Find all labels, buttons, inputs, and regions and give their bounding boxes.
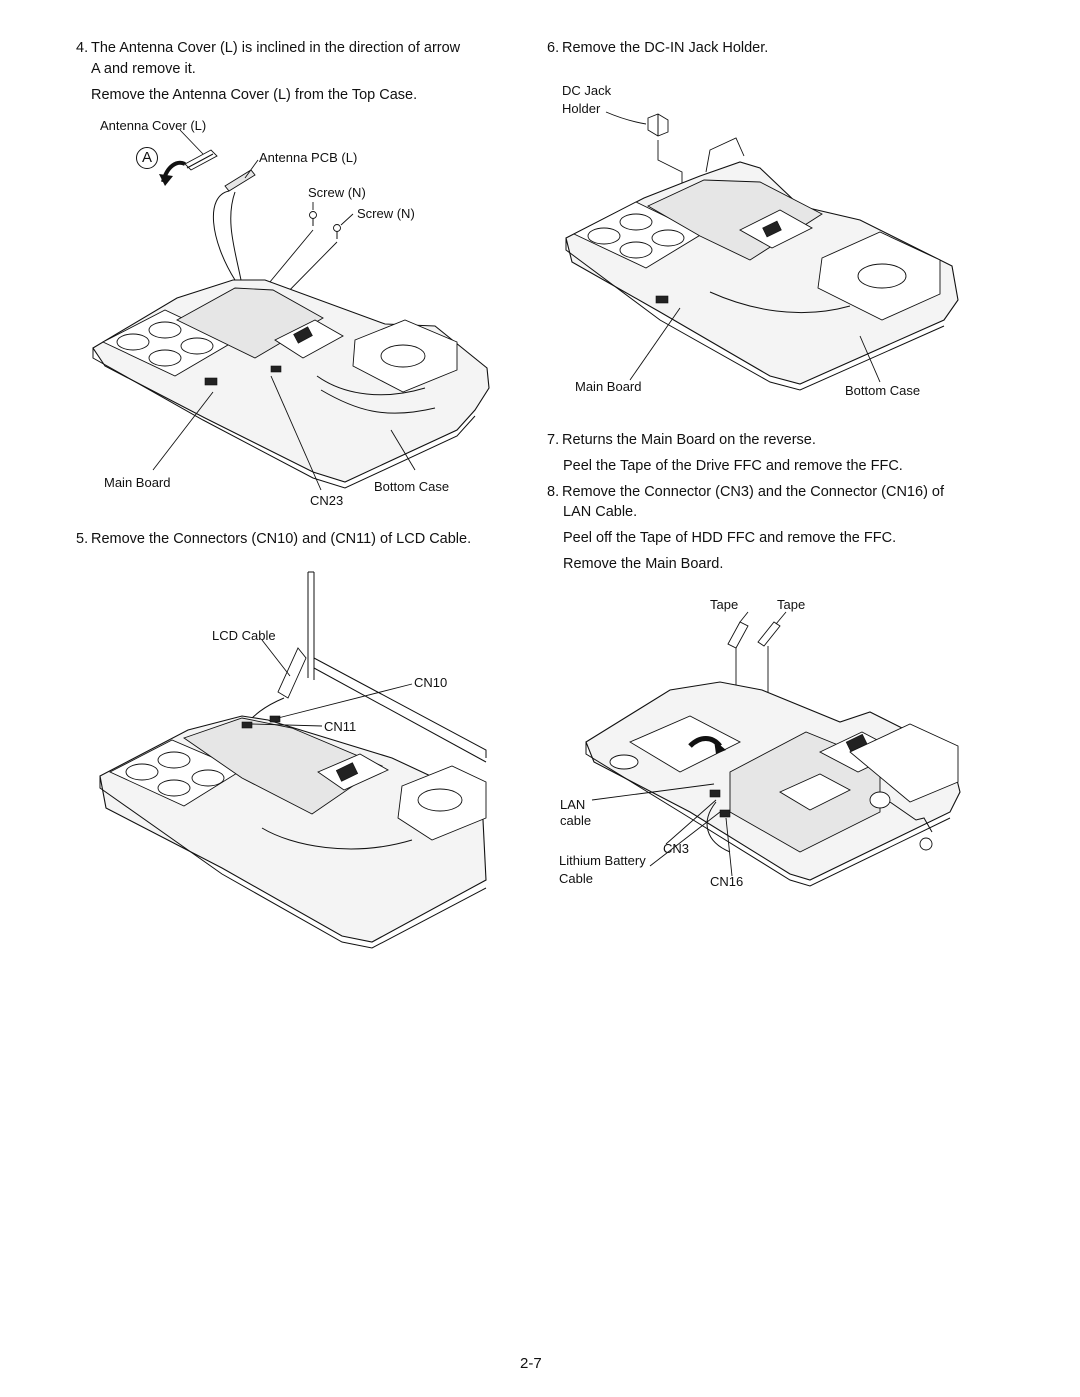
label-main-board-1: Main Board bbox=[104, 475, 171, 490]
connector bbox=[270, 365, 282, 373]
label-antenna-pcb: Antenna PCB (L) bbox=[259, 150, 358, 165]
arrow-letter-a-text: A bbox=[141, 149, 152, 166]
label-screw-2: Screw (N) bbox=[357, 206, 415, 221]
step8-line4: Remove the Main Board. bbox=[563, 556, 724, 572]
step6-text: 6.Remove the DC-IN Jack Holder. bbox=[547, 38, 768, 58]
antenna-cable bbox=[212, 190, 236, 281]
cn3-connector bbox=[709, 789, 721, 798]
figure-dc-jack-holder bbox=[565, 111, 959, 391]
antenna-pcb-part bbox=[224, 169, 256, 192]
label-main-board-2: Main Board bbox=[575, 379, 642, 394]
lithium-battery-cable bbox=[889, 801, 933, 833]
label-dc-jack-2: Holder bbox=[562, 101, 601, 116]
screw-icon bbox=[333, 224, 341, 232]
ffc-cable bbox=[709, 291, 851, 314]
step7-number: 7. bbox=[547, 432, 560, 448]
step8-text: 8.Remove the Connector (CN3) and the Con… bbox=[547, 482, 944, 502]
arrow-letter-a: A bbox=[136, 147, 158, 169]
label-cn3: CN3 bbox=[663, 841, 690, 856]
step4-line3: Remove the Antenna Cover (L) from the To… bbox=[91, 87, 418, 103]
label-bottom-case-1: Bottom Case bbox=[374, 479, 450, 494]
label-lan-2: cable bbox=[560, 813, 592, 828]
screw-icon bbox=[309, 211, 317, 219]
label-cn11: CN11 bbox=[324, 719, 357, 734]
label-cn16: CN16 bbox=[710, 874, 744, 889]
label-bottom-case-2: Bottom Case bbox=[845, 383, 921, 398]
step6-number: 6. bbox=[547, 40, 560, 56]
step7-line1: Returns the Main Board on the reverse. bbox=[562, 432, 816, 448]
tape-1 bbox=[727, 621, 749, 649]
label-screw-1: Screw (N) bbox=[308, 185, 366, 200]
figure-lcd-cable bbox=[99, 571, 487, 949]
cn16-connector bbox=[719, 809, 731, 818]
cn11-connector bbox=[241, 721, 253, 729]
label-lithium-2: Cable bbox=[559, 871, 593, 886]
step8-number: 8. bbox=[547, 484, 560, 500]
ffc-cable bbox=[261, 827, 413, 850]
step7-line2: Peel the Tape of the Drive FFC and remov… bbox=[563, 458, 903, 474]
step6-line1: Remove the DC-IN Jack Holder. bbox=[562, 40, 769, 56]
lithium-battery bbox=[869, 791, 891, 809]
main-board bbox=[176, 287, 324, 359]
label-lithium-1: Lithium Battery bbox=[559, 853, 646, 868]
drive-bay bbox=[849, 723, 959, 803]
page-number: 2-7 bbox=[520, 1355, 542, 1372]
step5-line1: Remove the Connectors (CN10) and (CN11) … bbox=[91, 531, 472, 547]
step4-text-line1: 4.The Antenna Cover (L) is inclined in t… bbox=[76, 38, 460, 58]
figure-main-board-removal bbox=[585, 611, 961, 887]
step4-number: 4. bbox=[76, 40, 89, 56]
lcd-cable-part bbox=[277, 647, 307, 699]
label-dc-jack-1: DC Jack bbox=[562, 83, 612, 98]
hdd-bay bbox=[629, 715, 741, 773]
ffc-cable bbox=[316, 375, 426, 396]
label-lcd-cable: LCD Cable bbox=[212, 628, 276, 643]
connector bbox=[204, 377, 218, 386]
lan-cable bbox=[706, 801, 731, 853]
label-cn23: CN23 bbox=[310, 493, 344, 508]
cpu-heatsink bbox=[274, 319, 344, 359]
step7-text: 7.Returns the Main Board on the reverse. bbox=[547, 430, 816, 450]
figure-antenna-removal bbox=[92, 129, 490, 491]
label-tape-2: Tape bbox=[777, 597, 806, 612]
step8-line3: Peel off the Tape of HDD FFC and remove … bbox=[563, 530, 897, 546]
step8-line1: Remove the Connector (CN3) and the Conne… bbox=[562, 484, 945, 500]
label-lan-1: LAN bbox=[560, 797, 586, 812]
main-board bbox=[183, 717, 383, 815]
step8-line2: LAN Cable. bbox=[563, 504, 638, 520]
label-antenna-cover: Antenna Cover (L) bbox=[100, 118, 207, 133]
label-cn10: CN10 bbox=[414, 675, 448, 690]
step4-line1: The Antenna Cover (L) is inclined in the… bbox=[91, 40, 461, 56]
cn10-connector bbox=[269, 715, 281, 723]
tape-2 bbox=[757, 621, 781, 647]
step5-number: 5. bbox=[76, 531, 89, 547]
step5-text: 5.Remove the Connectors (CN10) and (CN11… bbox=[76, 529, 471, 549]
arrowhead-icon bbox=[159, 174, 173, 186]
step4-line2: A and remove it. bbox=[91, 61, 196, 77]
display-edge bbox=[313, 657, 487, 758]
label-tape-1: Tape bbox=[710, 597, 739, 612]
